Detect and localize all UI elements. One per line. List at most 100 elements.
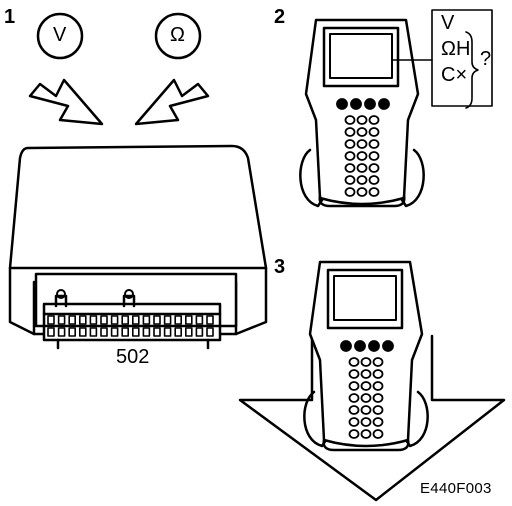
connector-502 xyxy=(42,289,222,350)
tester-key xyxy=(360,429,372,439)
connector-pin xyxy=(195,327,204,337)
connector-pin xyxy=(57,315,66,325)
connector-pin xyxy=(79,327,87,337)
tester-function-key xyxy=(368,340,380,352)
connector-pin xyxy=(163,327,172,337)
tester-function-key xyxy=(340,340,352,352)
connector-pin xyxy=(89,327,98,337)
readout-line-2: ΩH xyxy=(441,38,471,60)
connector-pin xyxy=(68,315,76,325)
tester-key xyxy=(348,369,360,379)
arrow-volt xyxy=(28,78,104,126)
tester-function-key xyxy=(350,98,362,110)
connector-pin xyxy=(174,327,182,337)
connector-pin xyxy=(89,315,98,325)
connector-pin xyxy=(195,315,204,325)
tester-key xyxy=(344,115,356,125)
readout-line-1: V xyxy=(441,12,455,34)
tester-key xyxy=(356,139,368,149)
connector-pin xyxy=(185,327,193,337)
tester-key xyxy=(356,187,368,197)
arrow-ohm xyxy=(134,78,210,126)
connector-pin xyxy=(132,315,140,325)
big-down-arrow xyxy=(238,334,506,502)
connector-pin xyxy=(153,315,161,325)
connector-pin xyxy=(100,315,108,325)
tester-function-key xyxy=(382,340,394,352)
tester-key xyxy=(360,369,372,379)
step-number-1: 1 xyxy=(4,6,16,28)
tester-key xyxy=(372,429,384,439)
tester-panel-3 xyxy=(303,260,429,452)
connector-pin xyxy=(79,315,87,325)
ohm-symbol-circle xyxy=(154,12,202,60)
tester-key xyxy=(372,417,384,427)
tester-key xyxy=(344,139,356,149)
connector-pin xyxy=(142,315,151,325)
volt-symbol: V xyxy=(53,24,67,46)
connector-pin xyxy=(174,315,182,325)
connector-pin xyxy=(153,327,161,337)
screen-readout-box xyxy=(391,9,493,109)
tester-key xyxy=(356,115,368,125)
tester-key xyxy=(348,417,360,427)
tester-function-key xyxy=(364,98,376,110)
tester-key xyxy=(360,357,372,367)
connector-pin xyxy=(47,315,55,325)
tester-key xyxy=(344,187,356,197)
tester-key xyxy=(360,381,372,391)
tester-key xyxy=(368,163,380,173)
volt-symbol-circle xyxy=(36,12,84,60)
connector-pin xyxy=(132,327,140,337)
tester-key xyxy=(372,369,384,379)
tester-key xyxy=(360,405,372,415)
tester-key xyxy=(344,151,356,161)
readout-line-3: C× xyxy=(441,64,468,86)
connector-pin xyxy=(121,315,129,325)
tester-panel-2 xyxy=(299,18,425,208)
connector-pin xyxy=(68,327,76,337)
figure-code: E440F003 xyxy=(420,480,492,497)
tester-key xyxy=(344,163,356,173)
tester-key xyxy=(344,127,356,137)
tester-function-key xyxy=(354,340,366,352)
tester-key xyxy=(368,151,380,161)
connector-pin xyxy=(206,315,214,325)
connector-pin xyxy=(206,327,214,337)
connector-pin xyxy=(110,315,119,325)
connector-pin xyxy=(100,327,108,337)
connector-pin xyxy=(121,327,129,337)
tester-key xyxy=(360,393,372,403)
tester-key xyxy=(368,127,380,137)
tester-key xyxy=(372,405,384,415)
tester-key xyxy=(356,175,368,185)
step-number-3: 3 xyxy=(274,256,286,278)
tester-key xyxy=(356,151,368,161)
connector-pin xyxy=(110,327,119,337)
tester-function-key xyxy=(336,98,348,110)
step-number-2: 2 xyxy=(274,6,286,28)
connector-pin xyxy=(163,315,172,325)
tester-key xyxy=(368,187,380,197)
tester-key xyxy=(372,393,384,403)
tester-key xyxy=(348,405,360,415)
tester-key xyxy=(348,357,360,367)
tester-key xyxy=(348,429,360,439)
tester-key xyxy=(368,139,380,149)
connector-pin xyxy=(185,315,193,325)
tester-key xyxy=(348,393,360,403)
tester-key xyxy=(356,127,368,137)
tester-key xyxy=(356,163,368,173)
tester-key xyxy=(360,417,372,427)
readout-question: ? xyxy=(480,48,492,70)
connector-pin xyxy=(142,327,151,337)
tester-key xyxy=(372,381,384,391)
tester-function-key xyxy=(378,98,390,110)
tester-key xyxy=(368,175,380,185)
ohm-symbol: Ω xyxy=(170,24,185,46)
tester-key xyxy=(372,357,384,367)
tester-key xyxy=(348,381,360,391)
tester-key xyxy=(344,175,356,185)
part-number-label: 502 xyxy=(116,346,150,368)
